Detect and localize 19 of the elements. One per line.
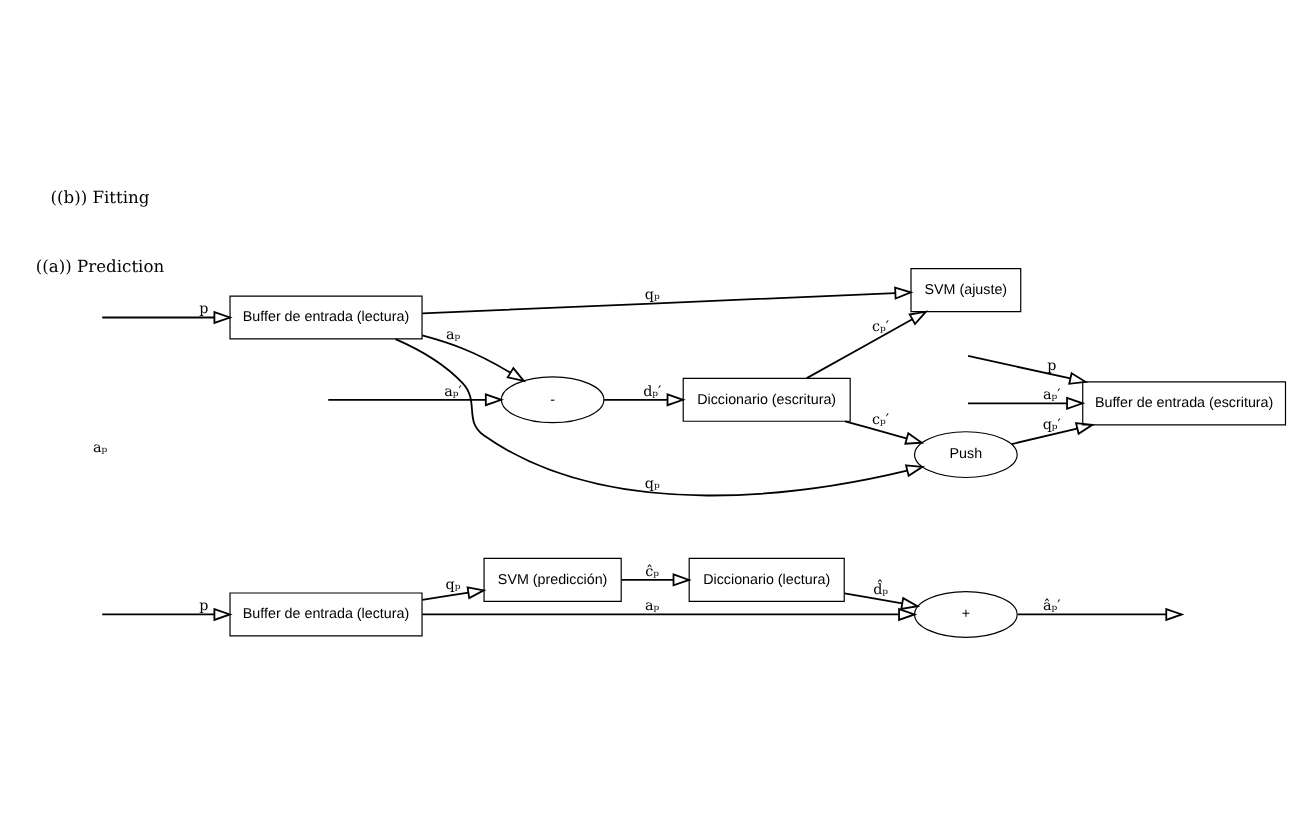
arrow [421,607,918,622]
arrow [1016,607,1185,622]
arrow [421,286,914,315]
arrow [967,396,1086,411]
arrow [101,607,233,622]
label: ((a)) Prediction [35,255,165,276]
arrow [603,393,686,407]
arrow [394,338,925,497]
arrow [967,355,1089,385]
arrow [843,592,921,610]
arrow [421,586,487,601]
arrow [421,334,526,383]
arrow [327,393,505,407]
arrow [1010,422,1096,445]
arrow [101,310,233,325]
arrow [805,310,929,379]
label: ((b)) Fitting [50,186,150,207]
arrow [844,420,925,445]
arrow [620,573,692,587]
